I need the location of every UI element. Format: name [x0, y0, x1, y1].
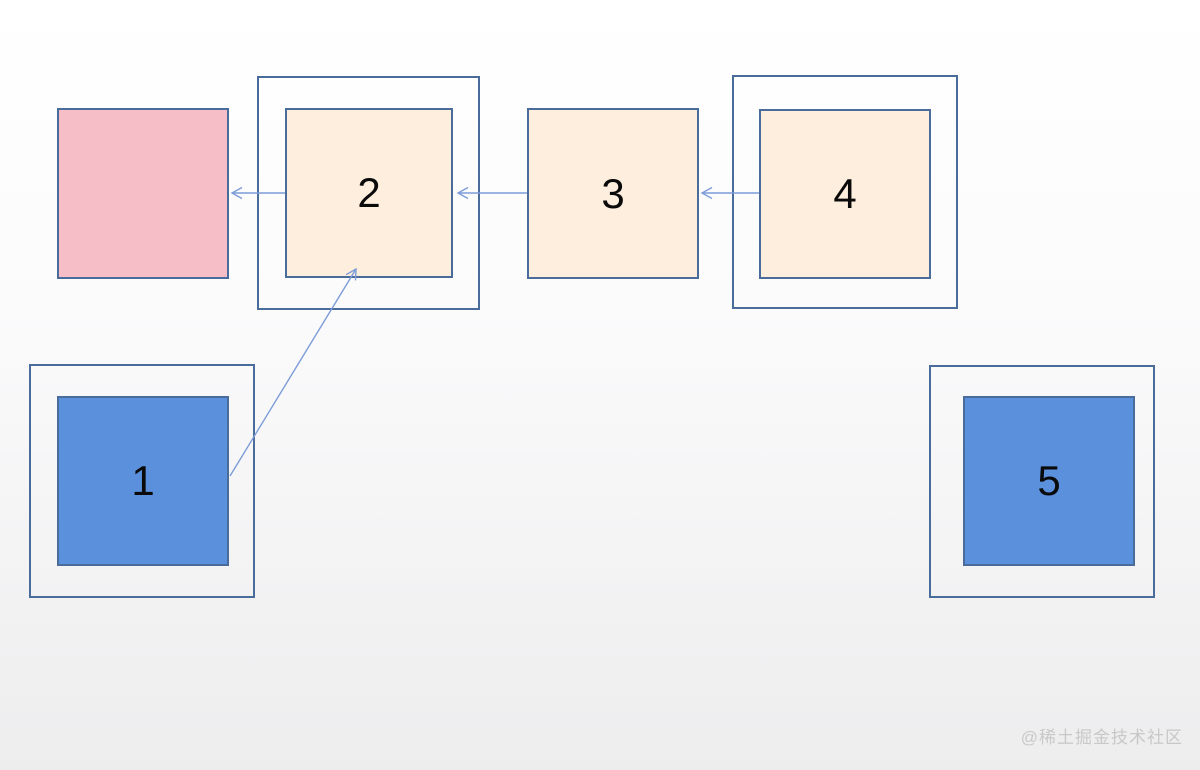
node-5: 5 — [963, 396, 1135, 566]
node-1: 1 — [57, 396, 229, 566]
node-3: 3 — [527, 108, 699, 279]
node-label: 4 — [833, 170, 857, 217]
node-5-outer-frame — [929, 365, 1155, 598]
node-4-outer-frame — [732, 75, 958, 309]
node-1-outer-frame — [29, 364, 255, 598]
node-2: 2 — [285, 108, 453, 278]
node-4: 4 — [759, 109, 931, 279]
node-label: 1 — [131, 457, 155, 504]
watermark-text: @稀土掘金技术社区 — [1020, 728, 1183, 747]
node-pink-empty — [57, 108, 229, 279]
node-label: 2 — [357, 169, 381, 216]
node-label: 5 — [1037, 457, 1061, 504]
node-label: 3 — [601, 169, 625, 217]
